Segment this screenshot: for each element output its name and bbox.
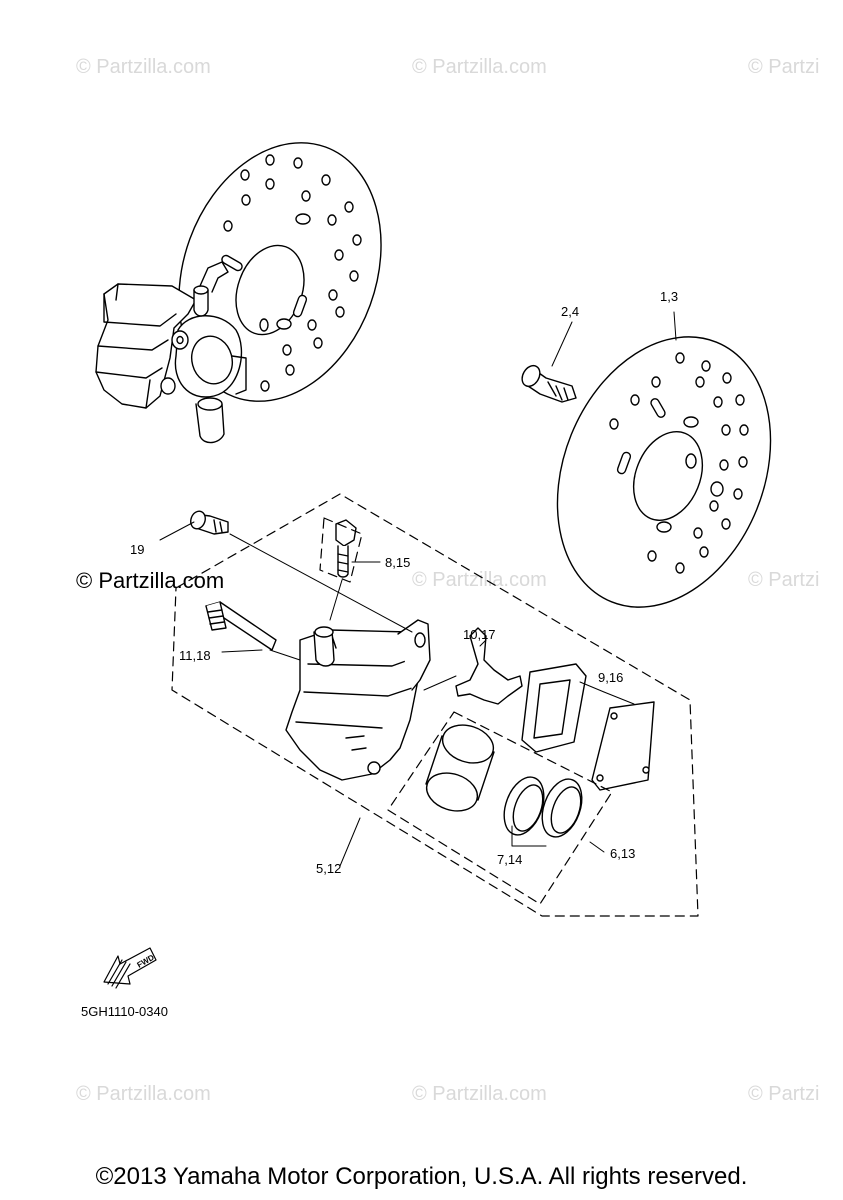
copyright-notice: ©2013 Yamaha Motor Corporation, U.S.A. A… [95, 1163, 748, 1190]
callout-5-12: 5,12 [316, 861, 342, 876]
watermark-top-right: © Partzi [748, 56, 820, 78]
dust-seal [541, 778, 583, 838]
dashed-group-outline [171, 493, 699, 917]
callout-8-15: 8,15 [385, 555, 411, 570]
watermark-mid-center: © Partzilla.com [412, 569, 547, 591]
callout-7-14: 7,14 [497, 852, 523, 867]
bolt-19 [190, 510, 229, 535]
callout-2-4: 2,4 [561, 304, 580, 319]
brake-pad-2 [591, 701, 655, 791]
watermark-bottom-right: © Partzi [748, 1083, 820, 1105]
assembled-brake-view [95, 142, 382, 444]
brake-pad-1 [521, 663, 587, 753]
watermark-top-center: © Partzilla.com [412, 56, 547, 78]
callout-6-13: 6,13 [610, 846, 636, 861]
watermark-bottom-center: © Partzilla.com [412, 1083, 547, 1105]
caliper-pin [205, 601, 277, 651]
watermark-mid-left: © Partzilla.com [76, 568, 225, 593]
leader-lines [159, 311, 677, 867]
fwd-arrow-icon [103, 947, 157, 989]
callout-19: 19 [130, 542, 145, 557]
brake-disc [556, 336, 772, 608]
diagram-code: 5GH1110-0340 [81, 1004, 168, 1019]
callout-9-16: 9,16 [598, 670, 624, 685]
watermark-bottom-left: © Partzilla.com [76, 1083, 211, 1105]
piston-seal [503, 776, 545, 836]
disc-bolt [521, 364, 577, 403]
caliper-body [285, 619, 431, 781]
callout-10-17: 10,17 [463, 627, 496, 642]
callout-1-3: 1,3 [660, 289, 679, 304]
bleed-screw [335, 519, 357, 578]
callout-11-18: 11,18 [179, 648, 211, 663]
watermark-mid-right: © Partzi [748, 569, 820, 591]
caliper-piston [425, 724, 495, 812]
watermark-top-left: © Partzilla.com [76, 56, 211, 78]
pad-spring-plate [455, 627, 523, 705]
